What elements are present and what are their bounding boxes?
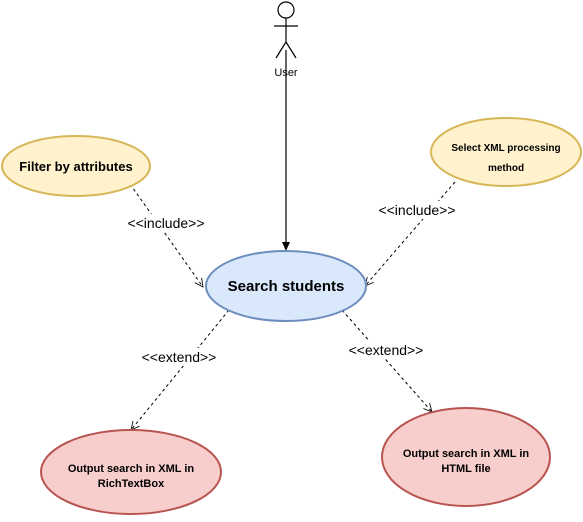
- use-case-select-xml-method[interactable]: Select XML processing method: [430, 117, 582, 187]
- include-select-edge: [365, 181, 456, 286]
- svg-text:Select XML processing: Select XML processing: [451, 143, 560, 154]
- use-case-filter-by-attributes[interactable]: Filter by attributes: [1, 135, 151, 197]
- svg-text:<<include>>: <<include>>: [378, 202, 455, 218]
- include-filter-label: <<include>>: [119, 214, 213, 232]
- svg-text:<<extend>>: <<extend>>: [142, 349, 217, 365]
- svg-text:Search students: Search students: [228, 278, 345, 295]
- use-case-search-students[interactable]: Search students: [205, 250, 367, 322]
- svg-text:RichTextBox: RichTextBox: [98, 478, 165, 490]
- actor-head: [277, 1, 295, 19]
- svg-text:<<include>>: <<include>>: [127, 215, 204, 231]
- svg-text:Output search in XML in: Output search in XML in: [403, 448, 530, 460]
- svg-text:Filter by attributes: Filter by attributes: [19, 159, 132, 174]
- include-select-label: <<include>>: [370, 201, 464, 219]
- include-filter-edge: [129, 183, 203, 287]
- actor-right-leg: [285, 41, 297, 59]
- svg-text:<<extend>>: <<extend>>: [349, 342, 424, 358]
- extend-html-edge: [341, 309, 432, 412]
- actor-left-leg: [275, 41, 287, 59]
- extend-richtextbox-edge: [131, 309, 230, 430]
- actor-user[interactable]: User: [274, 1, 298, 79]
- svg-text:HTML file: HTML file: [441, 463, 490, 475]
- extend-richtextbox-label: <<extend>>: [134, 348, 224, 366]
- svg-text:method: method: [488, 163, 524, 174]
- use-case-output-richtextbox[interactable]: Output search in XML in RichTextBox: [40, 429, 222, 515]
- svg-text:Output search in XML in: Output search in XML in: [68, 463, 195, 475]
- use-case-output-html[interactable]: Output search in XML in HTML file: [381, 407, 551, 507]
- extend-html-label: <<extend>>: [341, 341, 431, 359]
